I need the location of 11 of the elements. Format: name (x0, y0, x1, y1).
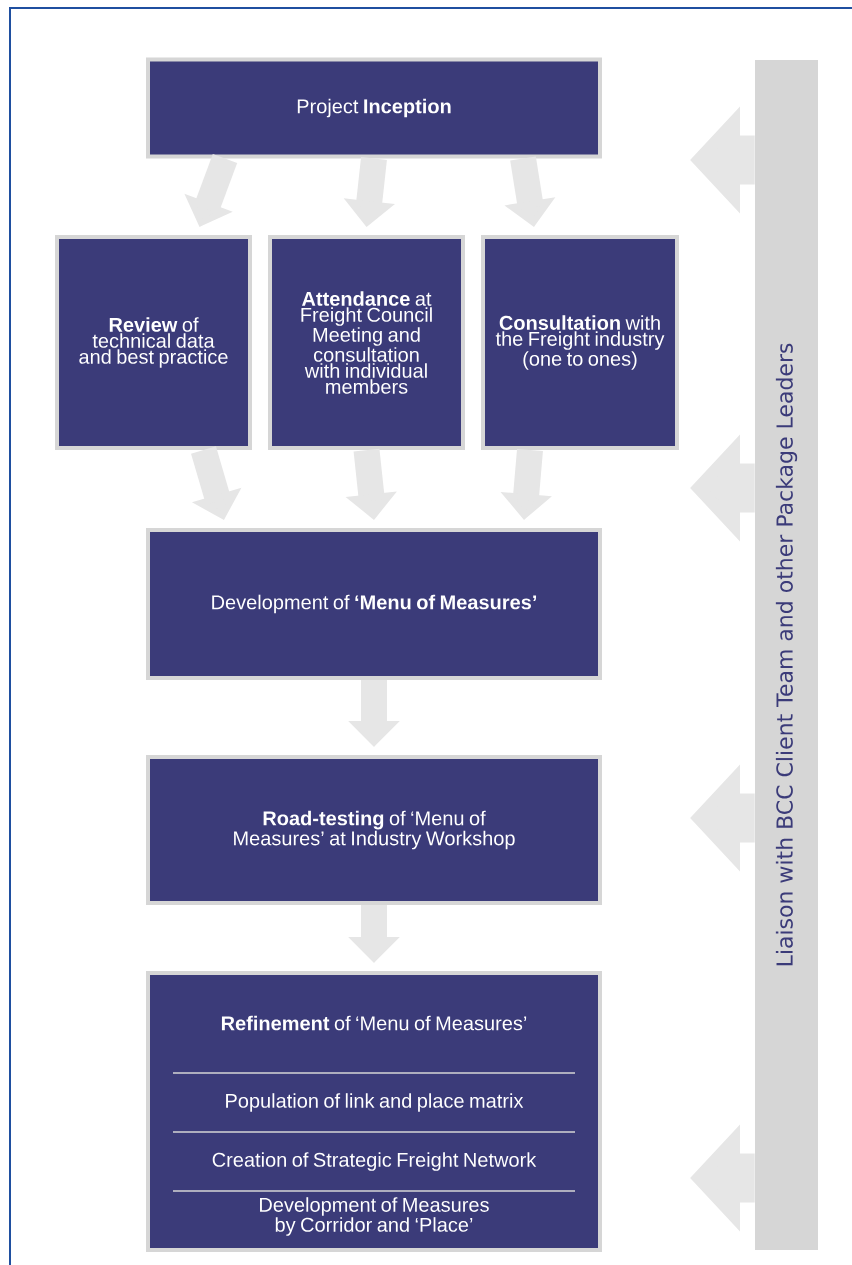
process-box: Review of technical data and best practice (55, 235, 252, 450)
liaison-bar: Liaison with BCC Client Team and other Package Leaders (755, 60, 818, 1250)
step-text: Development of Measures by Corridor and ‘Place’ (260, 1197, 489, 1236)
process-box: Development of ‘Menu of Measures’ (146, 528, 602, 680)
process-box: Project Inception (146, 57, 602, 159)
step-text: Refinement of ‘Menu of Measures’ (221, 1015, 527, 1031)
process-box: Road-testing of ‘Menu of Measures’ at Industry Workshop (146, 755, 602, 905)
process-box: Consultation with the Freight industry (one to ones) (481, 235, 679, 450)
step-text: Creation of Strategic Freight Network (212, 1152, 537, 1171)
process-box: Attendance at Freight Council Meeting and consultation with individual members (268, 235, 465, 450)
step-text: Population of link and place matrix (226, 1093, 524, 1112)
